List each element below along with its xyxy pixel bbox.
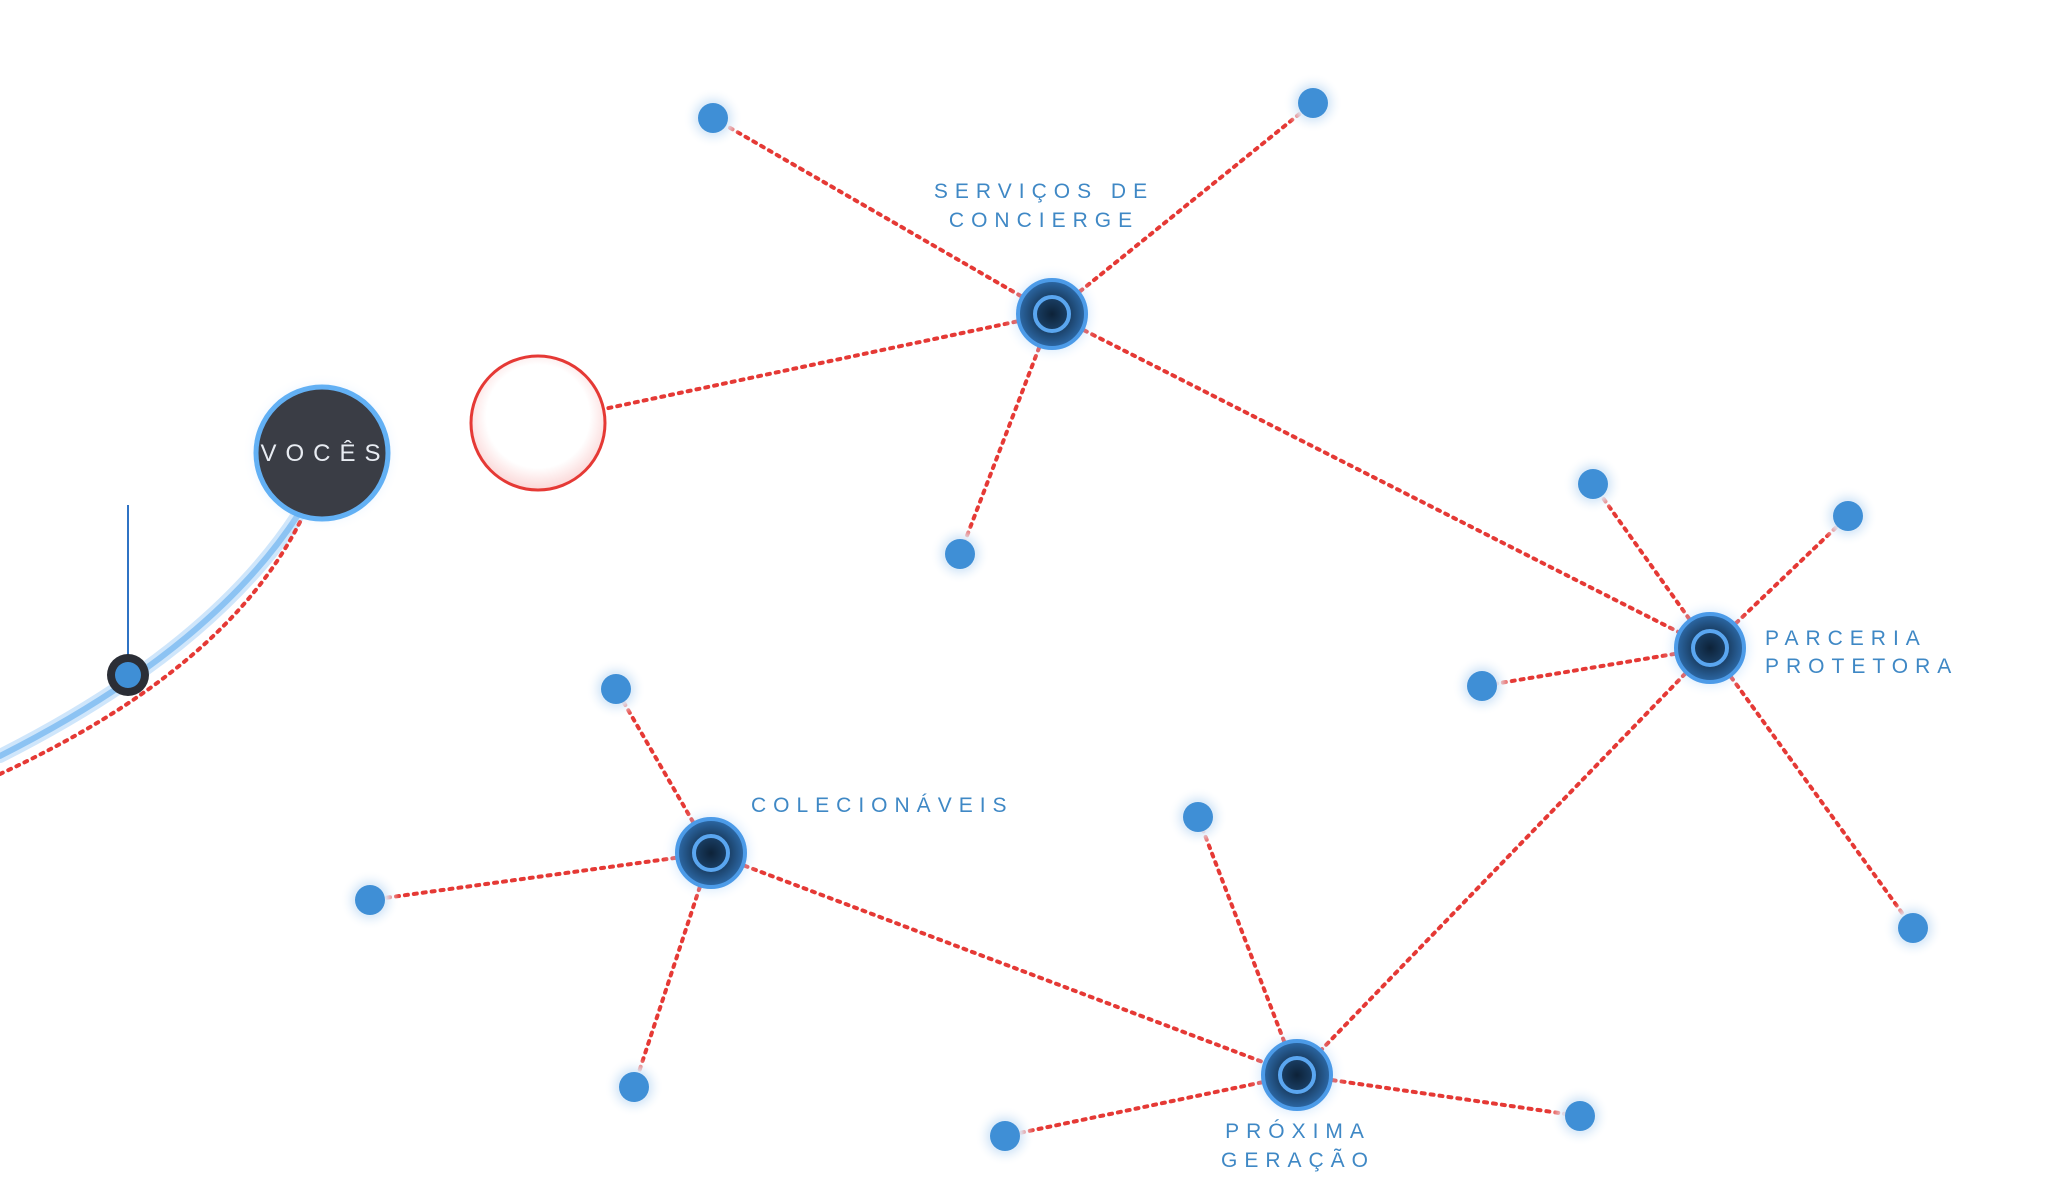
- leaf-node[interactable]: [1168, 787, 1228, 847]
- hub-parceria[interactable]: PARCERIA PROTETORA: [1660, 598, 1958, 698]
- hub-inner-ring: [1033, 295, 1071, 333]
- empty-node[interactable]: [469, 354, 607, 492]
- connection-concierge-to-parceria: [1050, 312, 1712, 650]
- connection-parceria-to-leaf: [1591, 482, 1712, 650]
- connections: [368, 101, 1915, 1138]
- hub-concierge[interactable]: SERVIÇOS DE CONCIERGE: [934, 180, 1154, 364]
- hub-colecionaveis[interactable]: COLECIONÁVEIS: [661, 794, 1014, 903]
- leaf-node-dot: [698, 103, 728, 133]
- hub-core: [675, 817, 747, 889]
- leaf-node[interactable]: [604, 1057, 664, 1117]
- timeline-connection: [0, 520, 302, 776]
- timeline-glow: [0, 508, 305, 763]
- hub-inner-ring: [1278, 1056, 1316, 1094]
- empty-node-circle: [469, 354, 607, 492]
- user-node[interactable]: VOCÊS: [242, 373, 402, 533]
- leaf-node-dot: [601, 674, 631, 704]
- timeline-marker-dot: [115, 662, 141, 688]
- connection-parceria-to-leaf: [1708, 646, 1915, 930]
- leaf-node-dot: [1565, 1101, 1595, 1131]
- connection-concierge-to-leaf: [1050, 101, 1315, 316]
- hub-core: [1261, 1039, 1333, 1111]
- hub-label-line-2: CONCIERGE: [949, 209, 1139, 232]
- leaf-node-dot: [1467, 671, 1497, 701]
- leaf-node[interactable]: [975, 1106, 1035, 1166]
- leaf-node[interactable]: [1550, 1086, 1610, 1146]
- leaf-node[interactable]: [1563, 454, 1623, 514]
- connection-colecionaveis-to-proxima: [709, 851, 1299, 1077]
- leaf-node-dot: [619, 1072, 649, 1102]
- leaf-node-dot: [1833, 501, 1863, 531]
- hub-core: [1016, 278, 1088, 350]
- hub-label-line-1: PARCERIA: [1765, 627, 1927, 650]
- leaf-node[interactable]: [1818, 486, 1878, 546]
- hub-label-line-2: GERAÇÃO: [1221, 1148, 1375, 1172]
- leaf-node[interactable]: [930, 524, 990, 584]
- hub-label-line-1: SERVIÇOS DE: [934, 180, 1154, 203]
- leaf-node[interactable]: [1452, 656, 1512, 716]
- leaf-node-dot: [990, 1121, 1020, 1151]
- user-node-circle: [253, 384, 391, 522]
- connection-colecionaveis-to-leaf: [632, 851, 713, 1089]
- connection-concierge-to-leaf: [711, 116, 1054, 316]
- timeline: [0, 505, 305, 776]
- hub-inner-ring: [1691, 629, 1729, 667]
- hub-label-line-1: COLECIONÁVEIS: [751, 794, 1014, 817]
- leaf-node[interactable]: [1883, 898, 1943, 958]
- leaf-node-dot: [355, 885, 385, 915]
- leaf-node[interactable]: [1283, 73, 1343, 133]
- connection-colecionaveis-to-leaf: [368, 851, 713, 902]
- hub-label-line-1: PRÓXIMA: [1225, 1120, 1371, 1143]
- leaf-nodes: [340, 73, 1943, 1166]
- connection-empty-to-concierge: [606, 312, 1054, 411]
- timeline-line: [0, 512, 301, 759]
- hub-core: [1674, 612, 1746, 684]
- leaf-node[interactable]: [586, 659, 646, 719]
- connection-parceria-to-proxima: [1295, 646, 1712, 1077]
- leaf-node-dot: [1298, 88, 1328, 118]
- leaf-node-dot: [1183, 802, 1213, 832]
- leaf-node-dot: [1898, 913, 1928, 943]
- leaf-node-dot: [945, 539, 975, 569]
- hub-label-line-2: PROTETORA: [1765, 655, 1958, 678]
- hub-proxima[interactable]: PRÓXIMA GERAÇÃO: [1221, 1025, 1375, 1172]
- user-node-label: VOCÊS: [260, 440, 389, 467]
- leaf-node[interactable]: [683, 88, 743, 148]
- connection-concierge-to-leaf: [958, 312, 1054, 556]
- leaf-node-dot: [1578, 469, 1608, 499]
- leaf-node[interactable]: [340, 870, 400, 930]
- hub-inner-ring: [692, 834, 730, 872]
